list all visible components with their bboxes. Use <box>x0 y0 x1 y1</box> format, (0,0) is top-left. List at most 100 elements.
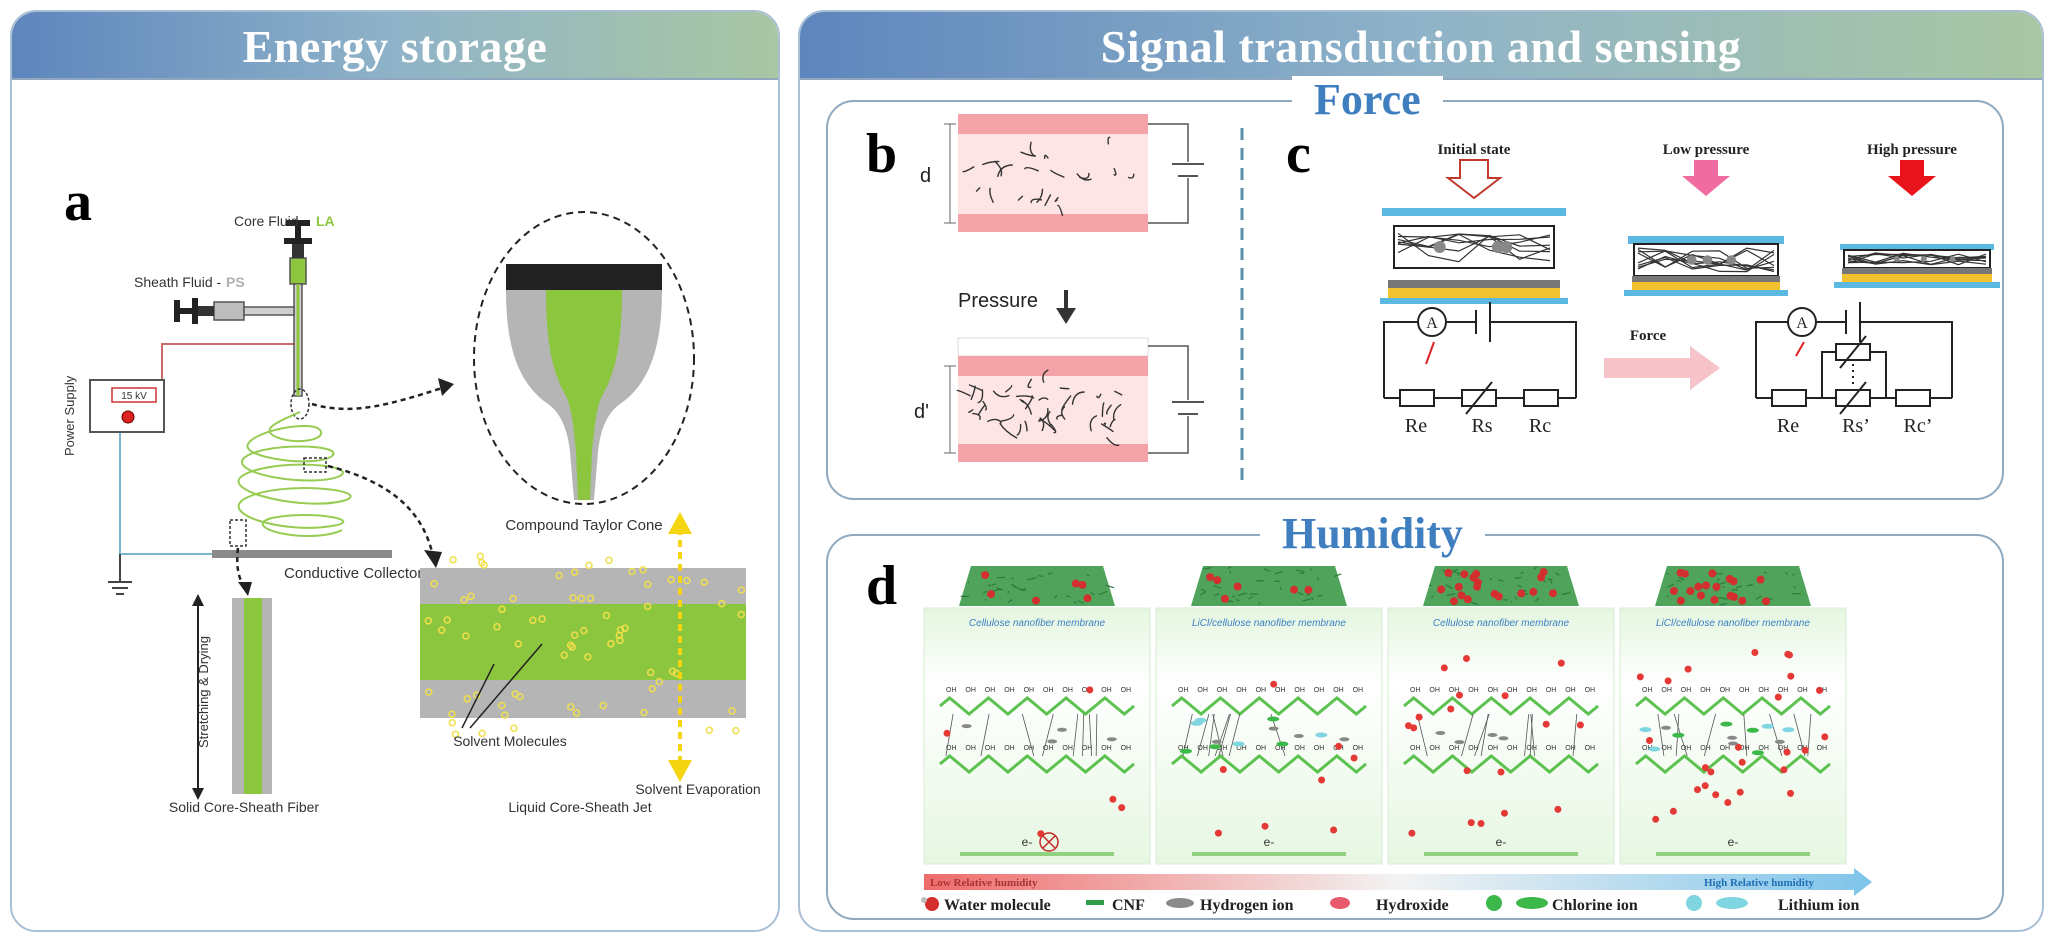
fiber <box>1038 397 1049 401</box>
membrane-mat <box>959 566 1115 606</box>
oh-group: OH <box>1121 745 1132 752</box>
low-rh-label: Low Relative humidity <box>930 877 1038 889</box>
membrane-fiber <box>993 588 1002 592</box>
oh-group: OH <box>1585 745 1596 752</box>
conductive-collector <box>212 550 392 558</box>
membrane-water-drop <box>1083 594 1092 603</box>
water-molecule <box>1335 742 1343 750</box>
fiber <box>997 164 1013 178</box>
electrode-top-1 <box>958 114 1148 134</box>
ion <box>1782 727 1795 733</box>
fiber <box>1060 406 1066 420</box>
water-molecule <box>1801 746 1809 754</box>
membrane-fiber <box>1431 595 1434 598</box>
sensor-fiber <box>1847 252 1987 263</box>
solvent-molecules-label: Solvent Molecules <box>453 733 567 749</box>
solvent-dot <box>737 586 746 594</box>
fiber <box>1024 420 1028 432</box>
hydrogen-ion <box>1728 741 1738 746</box>
hydrogen-bond <box>1572 713 1578 757</box>
ion <box>1209 744 1221 750</box>
oh-group: OH <box>1758 687 1769 694</box>
force-title: Force <box>1292 76 1443 124</box>
fiber <box>972 412 981 421</box>
fiber <box>1038 408 1049 422</box>
membrane-fiber <box>1263 568 1271 572</box>
hydrogen-ion <box>1727 735 1738 740</box>
water-molecule <box>1787 789 1794 797</box>
solvent-dot <box>646 668 655 677</box>
solvent-dot <box>437 626 446 634</box>
fiber <box>987 418 1002 424</box>
solvent-dot <box>570 568 579 576</box>
sensor-particle <box>1893 256 1900 262</box>
fiber <box>1071 391 1085 405</box>
fiber <box>1050 169 1065 178</box>
membrane-water-drop <box>1437 585 1446 594</box>
membrane-fiber <box>1746 584 1752 587</box>
oh-group: OH <box>1817 745 1828 752</box>
oh-group: OH <box>1700 687 1711 694</box>
oh-group: OH <box>1275 687 1286 694</box>
membrane-water-drop <box>1762 597 1771 606</box>
solvent-dot <box>732 726 740 735</box>
membrane-fiber <box>1013 585 1021 590</box>
solvent-dot <box>424 617 433 625</box>
fiber <box>1113 167 1117 176</box>
membrane-water-drop <box>1702 581 1711 590</box>
hydrogen-ion <box>1454 740 1465 745</box>
membrane-fiber <box>1535 597 1540 602</box>
legend-lithium-icon <box>1686 895 1702 911</box>
membrane-fiber <box>1007 599 1013 603</box>
membrane-fiber <box>967 581 970 584</box>
fiber <box>1017 195 1024 201</box>
oh-group: OH <box>1546 745 1557 752</box>
membrane-fiber <box>1555 572 1560 576</box>
membrane-fiber <box>1785 571 1789 576</box>
solvent-dot <box>643 602 652 611</box>
sensor-fiber <box>1397 235 1551 260</box>
membrane-fiber <box>1237 592 1247 596</box>
nanofibers-relaxed <box>962 136 1135 216</box>
hydrogen-ion <box>1106 737 1117 742</box>
electron-label: e- <box>1728 835 1739 849</box>
solvent-dot <box>501 711 509 719</box>
water-molecule <box>1702 764 1709 772</box>
membrane-fiber <box>1333 573 1342 578</box>
membrane-water-drop <box>1738 596 1747 605</box>
cnf-chain <box>1171 696 1367 716</box>
fiber <box>1103 422 1107 426</box>
signal-panel: Signal transduction and sensing Force b … <box>798 10 2044 932</box>
sensor-particle <box>1433 241 1446 253</box>
solvent-dot <box>572 709 581 717</box>
membrane-fiber <box>1066 595 1071 598</box>
hydrogen-bond <box>1524 713 1530 757</box>
oh-group: OH <box>1217 745 1228 752</box>
solvent-dot <box>463 695 472 703</box>
sheath-fluid-label: Sheath Fluid - <box>134 274 221 290</box>
hydrogen-bond <box>980 713 990 757</box>
fiber <box>962 166 975 173</box>
ion <box>1761 723 1774 729</box>
legend-hydrogen-icon <box>1166 898 1194 908</box>
water-molecule <box>1447 705 1455 713</box>
water-molecule <box>1440 664 1448 672</box>
fiber <box>1039 417 1045 432</box>
dielectric-1 <box>958 134 1148 214</box>
membrane-fiber <box>1274 571 1283 575</box>
hydrogen-bond <box>1214 713 1230 757</box>
water-molecule <box>1669 807 1677 815</box>
core-fluid-la: LA <box>316 213 335 229</box>
membrane-fiber <box>1026 577 1036 581</box>
water-molecule <box>1684 665 1692 673</box>
solvent-dot <box>584 653 592 661</box>
membrane-water-drop <box>1710 595 1719 604</box>
membrane-fiber <box>1489 578 1493 580</box>
solvent-dot <box>538 615 546 623</box>
water-molecule <box>1542 720 1550 728</box>
electron-channel <box>960 852 1114 856</box>
water-molecule <box>1456 691 1463 699</box>
water-molecule <box>1712 791 1720 799</box>
membrane-fiber <box>1235 599 1240 602</box>
force-arrow-label: Force <box>1630 328 1667 344</box>
